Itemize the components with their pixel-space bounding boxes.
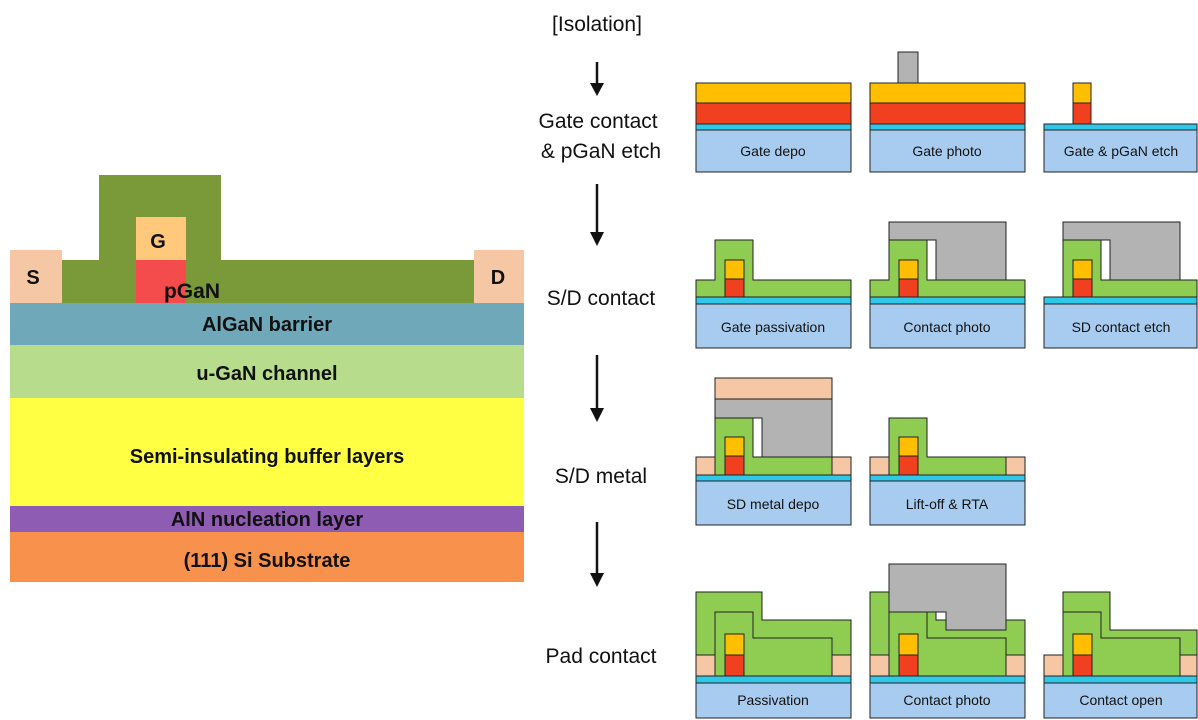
panel-label: Contact photo (903, 319, 990, 335)
arrow-icon (590, 522, 604, 587)
arrow-icon (590, 355, 604, 422)
source-contact (10, 250, 62, 303)
panel-contact-open: Contact open (1043, 591, 1198, 719)
panel-sd-metal-depo: SD metal depo (695, 377, 852, 526)
step-sd-metal-label: S/D metal (555, 465, 647, 488)
drain-contact (474, 250, 524, 303)
panel-sd-contact-etch: SD contact etch (1043, 221, 1198, 349)
aln-nucleation-layer (10, 506, 524, 532)
aln-label: AlN nucleation layer (171, 509, 363, 531)
ugan-label: u-GaN channel (196, 363, 337, 385)
isolation-label: [Isolation] (552, 13, 642, 36)
panel-label: Lift-off & RTA (906, 496, 989, 512)
panel-gate-pgan-etch: Gate & pGaN etch (1043, 82, 1198, 173)
step-pad-contact-label: Pad contact (546, 645, 657, 668)
flow-steps: [Isolation] Gate contact & pGaN etch S/D… (539, 13, 664, 668)
passivation-layer (62, 175, 474, 303)
buffer-label: Semi-insulating buffer layers (130, 446, 405, 468)
device-cross-section: S D G pGaN AlGaN barrier u-GaN channel S… (10, 175, 524, 582)
panel-label: Passivation (737, 692, 809, 708)
buffer-layer (10, 398, 524, 506)
panel-label: Gate & pGaN etch (1064, 143, 1178, 159)
ugan-channel-layer (10, 345, 524, 398)
source-label: S (26, 267, 39, 289)
panel-label: Gate passivation (721, 319, 825, 335)
panel-passivation: Passivation (695, 591, 852, 719)
panel-label: SD contact etch (1072, 319, 1171, 335)
panel-contact-photo-2: Contact photo (869, 563, 1026, 719)
gate-label: G (150, 231, 166, 253)
process-panels: Gate depo Gate photo Gate & pGaN etch Ga… (695, 51, 1198, 719)
step-gate-line-2: & pGaN etch (541, 140, 661, 163)
pgan-layer (136, 260, 186, 303)
gate-metal (136, 217, 186, 260)
drain-label: D (491, 267, 505, 289)
panel-gate-photo: Gate photo (869, 51, 1026, 173)
algan-label: AlGaN barrier (202, 314, 332, 336)
panel-gate-depo: Gate depo (695, 82, 852, 173)
arrow-icon (590, 62, 604, 96)
step-gate-line-1: Gate contact (539, 110, 658, 133)
step-gate-label: Gate contact & pGaN etch (539, 110, 664, 163)
panel-label: Gate depo (740, 143, 806, 159)
panel-label: Contact open (1079, 692, 1162, 708)
si-label: (111) Si Substrate (184, 550, 351, 572)
step-sd-contact-label: S/D contact (547, 287, 656, 310)
panel-label: Contact photo (903, 692, 990, 708)
panel-label: Gate photo (912, 143, 981, 159)
pgan-label: pGaN (164, 280, 220, 303)
panel-label: SD metal depo (727, 496, 820, 512)
panel-contact-photo: Contact photo (869, 221, 1026, 349)
arrow-icon (590, 184, 604, 246)
algan-barrier-layer (10, 303, 524, 345)
panel-gate-passivation: Gate passivation (695, 239, 852, 349)
panel-liftoff-rta: Lift-off & RTA (869, 417, 1026, 526)
